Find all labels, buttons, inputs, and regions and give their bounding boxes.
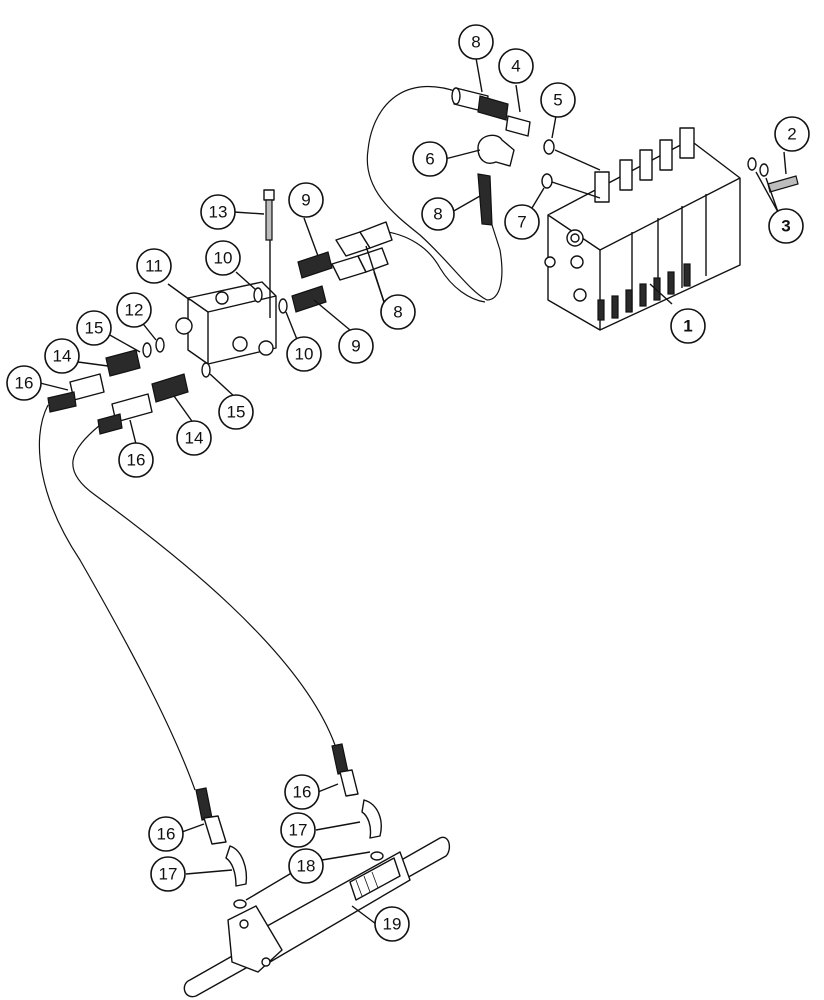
svg-text:2: 2 [787,125,796,144]
callout-16-left: 16 [6,365,42,401]
callout-4: 4 [498,48,534,84]
svg-text:8: 8 [433,205,442,224]
hoses [38,86,503,791]
svg-text:13: 13 [209,203,228,222]
callout-13: 13 [200,194,236,230]
svg-text:12: 12 [125,301,144,320]
cylinder-fittings [195,743,384,909]
selector-valve-block [175,232,277,365]
svg-text:10: 10 [214,249,233,268]
callout-8-top: 8 [458,24,494,60]
svg-text:5: 5 [553,91,562,110]
leader-lines [39,57,787,925]
callout-8-mid: 8 [421,197,455,231]
callout-15-right: 15 [218,394,254,430]
callout-16-lower-right: 16 [284,774,320,810]
callout-11: 11 [136,248,172,284]
callout-17-right: 17 [280,812,316,848]
block-fittings-left [47,337,211,435]
callout-8-right: 8 [380,294,416,330]
svg-text:9: 9 [351,337,360,356]
svg-text:16: 16 [293,783,312,802]
callout-16-lower-left: 16 [148,816,184,852]
svg-text:16: 16 [127,451,146,470]
hose-long-right [72,424,336,746]
callout-5: 5 [540,82,576,118]
callout-3: 3 [768,208,804,244]
callout-17-left: 17 [150,856,186,892]
callout-10-top: 10 [205,240,241,276]
callout-10-bottom: 10 [286,336,322,372]
svg-text:8: 8 [393,303,402,322]
hose-upper-loop [366,86,503,301]
callout-1: 1 [670,308,706,344]
svg-text:14: 14 [53,347,72,366]
svg-text:10: 10 [295,345,314,364]
cylinder-assembly [183,836,451,998]
svg-text:19: 19 [383,915,402,934]
svg-text:17: 17 [159,865,178,884]
callout-12: 12 [116,292,152,328]
block-fittings-right [253,221,393,314]
callout-19: 19 [374,906,410,942]
callout-15-left: 15 [76,310,112,346]
svg-text:1: 1 [683,317,692,336]
callout-9-top: 9 [288,182,324,218]
callout-2: 2 [774,116,810,152]
hose-long-left [38,404,196,791]
svg-text:9: 9 [301,191,310,210]
svg-text:17: 17 [289,821,308,840]
callout-16-mid: 16 [118,442,154,478]
control-valve-bank [544,127,741,331]
svg-text:4: 4 [511,57,520,76]
callout-14-left: 14 [44,338,80,374]
callouts: 1 2 3 4 5 6 7 8 8 8 9 9 10 10 11 12 13 1… [6,24,810,942]
hose-upper-loop-b [371,229,486,303]
svg-text:8: 8 [471,33,480,52]
svg-text:14: 14 [185,429,204,448]
top-fittings [451,87,601,226]
svg-text:7: 7 [517,213,526,232]
svg-text:18: 18 [297,857,316,876]
svg-text:15: 15 [227,403,246,422]
svg-text:15: 15 [85,319,104,338]
callout-6: 6 [412,141,448,177]
svg-text:16: 16 [157,825,176,844]
svg-text:3: 3 [781,217,790,236]
svg-text:6: 6 [425,150,434,169]
bolt-13 [263,189,275,241]
svg-text:16: 16 [15,374,34,393]
bolt-and-washers [747,157,799,193]
callout-7: 7 [504,204,540,240]
callout-14-bottom: 14 [176,420,212,456]
callout-18: 18 [288,848,324,884]
svg-text:11: 11 [145,257,163,276]
callout-9-bottom: 9 [338,328,374,364]
